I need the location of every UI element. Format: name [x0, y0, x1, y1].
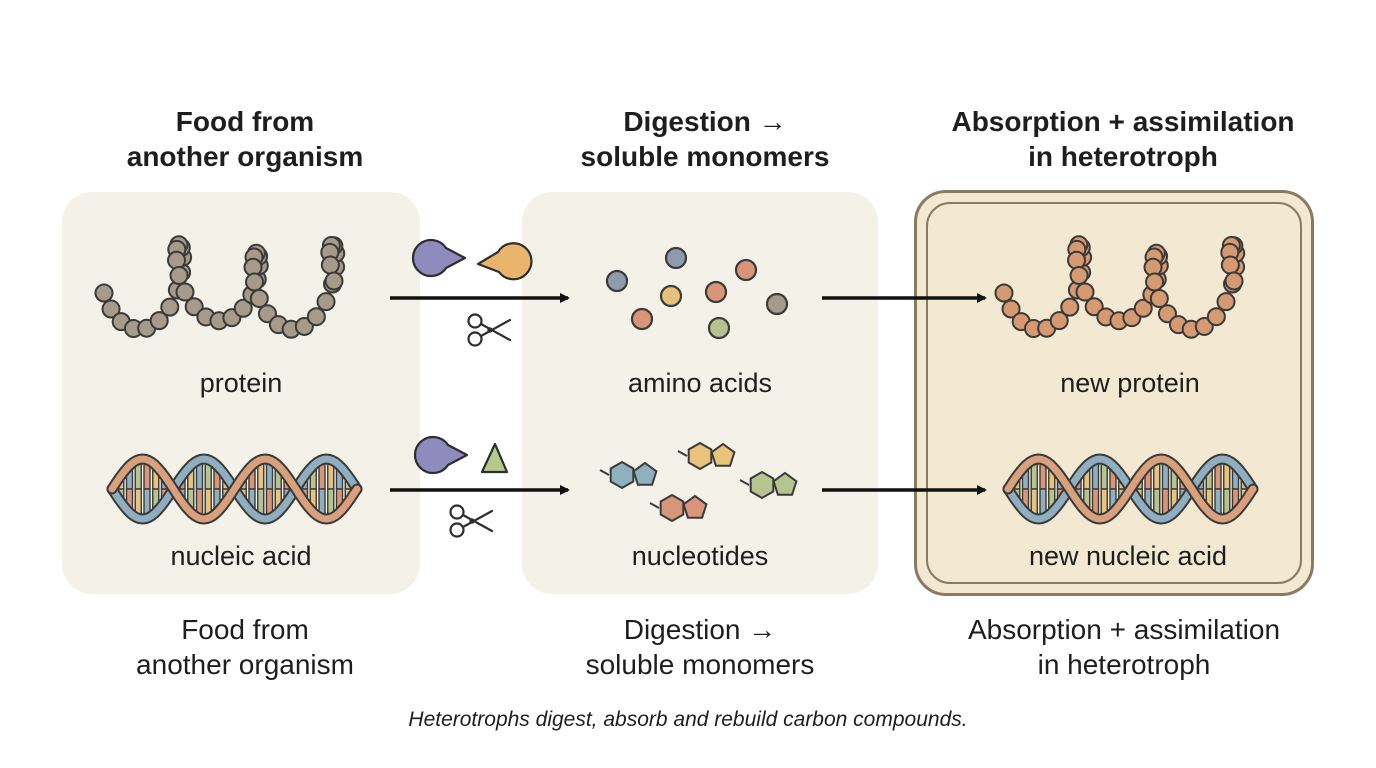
- heading-absorption: Absorption + assimilation in heterotroph: [951, 106, 1295, 172]
- panel-food: [62, 192, 420, 594]
- new-protein-chain-icon: [994, 235, 1246, 339]
- scissors-icon-2: [449, 504, 494, 538]
- panel-digestion: [522, 192, 878, 594]
- amino-acids-icon: [605, 246, 789, 340]
- protein-chain-icon: [94, 235, 346, 339]
- label-nucleotides: nucleotides: [631, 541, 769, 571]
- label-new-nucleic-acid: new nucleic acid: [1028, 541, 1228, 571]
- new-nucleic-acid-helix-icon: [1002, 453, 1259, 525]
- enzyme-triangle-icon: [480, 442, 509, 474]
- footer-absorption: Absorption + assimilation in heterotroph: [967, 614, 1281, 680]
- heading-food: Food from another organism: [126, 106, 364, 172]
- nucleic-acid-helix-icon: [106, 453, 363, 525]
- nucleotides-icon: [599, 441, 798, 523]
- figure-caption: Heterotrophs digest, absorb and rebuild …: [408, 708, 968, 731]
- label-amino-acids: amino acids: [627, 368, 773, 398]
- heading-digestion: Digestion → soluble monomers: [580, 106, 830, 172]
- panel-heterotroph-cell: [914, 190, 1314, 596]
- label-new-protein: new protein: [1060, 368, 1200, 398]
- enzyme-orange-icon: [476, 242, 533, 281]
- label-protein: protein: [199, 368, 283, 398]
- label-nucleic-acid: nucleic acid: [170, 541, 312, 571]
- footer-digestion: Digestion → soluble monomers: [585, 614, 815, 680]
- scissors-icon: [467, 313, 512, 347]
- enzyme-purple-icon-2: [413, 435, 469, 475]
- cell-membrane: [926, 202, 1302, 584]
- enzyme-purple-icon: [411, 238, 467, 278]
- footer-food: Food from another organism: [136, 614, 354, 680]
